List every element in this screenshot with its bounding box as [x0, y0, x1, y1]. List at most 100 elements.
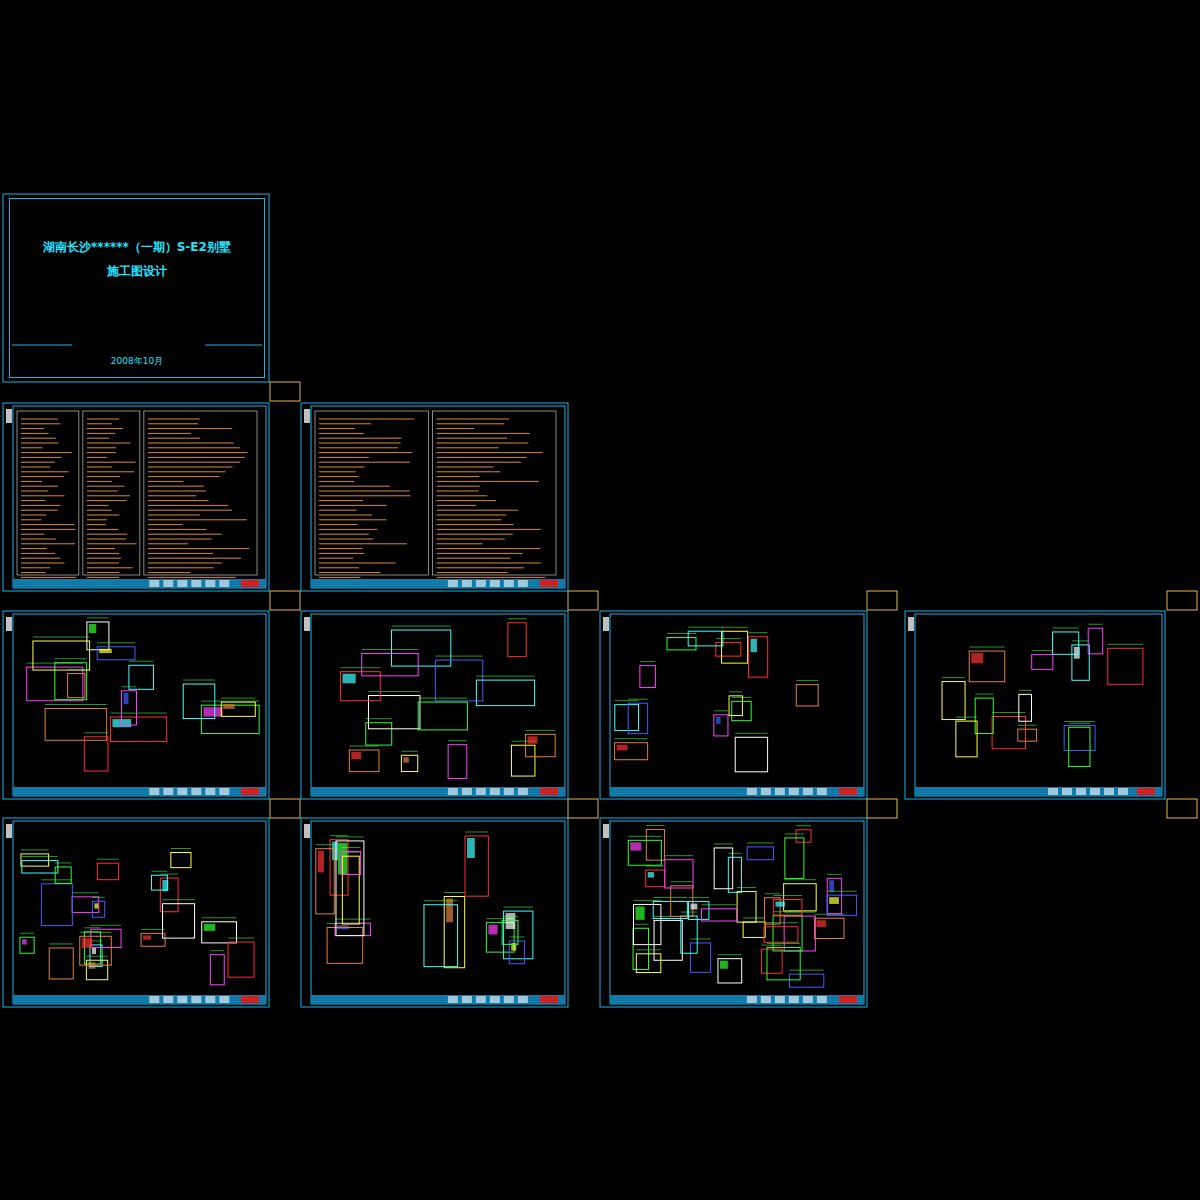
title-cell — [149, 788, 159, 795]
note-line — [319, 486, 390, 487]
drawing-part — [665, 860, 693, 888]
note-line — [87, 438, 109, 439]
drawing-part — [735, 737, 767, 772]
dimension-line — [97, 859, 118, 860]
dimension-line — [129, 661, 154, 662]
note-line — [87, 539, 126, 540]
note-line — [21, 563, 65, 564]
dimension-line — [508, 618, 526, 619]
dimension-line — [210, 950, 224, 951]
sheet-frame — [600, 611, 867, 799]
title-cell — [462, 996, 472, 1003]
drawing-fill — [342, 674, 355, 684]
drawing-part — [827, 878, 841, 913]
drawing-fill — [467, 838, 475, 858]
note-line — [148, 486, 204, 487]
note-line — [87, 543, 137, 544]
drawing-part — [444, 896, 465, 967]
dimension-line — [784, 879, 817, 880]
dimension-line — [732, 697, 751, 698]
dimension-line — [789, 970, 823, 971]
dimension-line — [84, 732, 108, 733]
note-line — [437, 491, 479, 492]
drawing-part — [1069, 727, 1090, 766]
sheet-inner-frame — [610, 821, 864, 1004]
dimension-line — [22, 856, 58, 857]
title-stamp — [839, 996, 857, 1003]
note-line — [148, 572, 190, 573]
note-line — [148, 471, 225, 472]
drawing-part — [796, 685, 818, 706]
note-line — [21, 438, 56, 439]
dimension-line — [68, 669, 85, 670]
title-cell — [191, 788, 201, 795]
title-stamp — [241, 996, 259, 1003]
note-line — [319, 433, 364, 434]
drawing-part — [784, 916, 815, 951]
title-cell — [177, 580, 187, 587]
dimension-line — [633, 900, 660, 901]
sheet-frame — [3, 403, 269, 591]
sheet-inner-frame — [610, 614, 864, 796]
note-line — [148, 515, 200, 516]
title-cell — [476, 788, 486, 795]
drawing-fill — [816, 920, 826, 927]
dimension-line — [749, 632, 768, 633]
dimension-line — [91, 925, 121, 926]
drawing-part — [767, 947, 800, 979]
note-line — [319, 505, 387, 506]
note-line — [87, 534, 127, 535]
note-line — [148, 510, 232, 511]
title-cell — [177, 788, 187, 795]
drawing-part — [732, 701, 751, 720]
drawing-part — [737, 892, 756, 923]
note-line — [148, 447, 240, 448]
drawing-fill — [716, 717, 721, 724]
title-cell — [448, 996, 458, 1003]
note-line — [148, 428, 232, 429]
note-line — [87, 447, 116, 448]
note-line — [87, 572, 120, 573]
dimension-line — [827, 874, 841, 875]
dimension-line — [316, 844, 335, 845]
note-line — [437, 423, 505, 424]
title-cell — [1062, 788, 1072, 795]
dimension-line — [942, 677, 965, 678]
note-line — [21, 486, 58, 487]
title-block — [311, 579, 565, 588]
note-line — [87, 486, 125, 487]
note-line — [319, 481, 355, 482]
title-cell — [149, 996, 159, 1003]
sheet-frame — [301, 403, 568, 591]
drawing-part — [171, 853, 191, 868]
drawing-part — [718, 959, 742, 983]
drawing-fill — [630, 842, 641, 850]
dimension-line — [72, 892, 99, 893]
sheet-frame — [905, 611, 1165, 799]
drawing-part — [183, 684, 215, 719]
title-cell — [191, 580, 201, 587]
sheet-tab — [603, 824, 609, 838]
title-cell — [476, 580, 486, 587]
title-cell — [761, 996, 771, 1003]
sheet-join-marker — [1167, 799, 1197, 818]
drawing-part — [33, 641, 90, 670]
drawing-part — [764, 927, 798, 943]
dimension-line — [747, 842, 773, 843]
dimension-line — [827, 891, 856, 892]
note-line — [319, 534, 369, 535]
drawing-fill — [82, 938, 93, 948]
drawing-fill — [223, 704, 234, 709]
note-line — [87, 462, 136, 463]
dimension-line — [714, 843, 733, 844]
sheet-join-marker — [270, 799, 300, 818]
drawing-part — [633, 928, 648, 969]
note-line — [21, 529, 76, 530]
dimension-line — [151, 871, 167, 872]
dimension-line — [765, 893, 781, 894]
dimension-line — [368, 691, 420, 692]
dimension-line — [615, 700, 639, 701]
dimension-line — [667, 633, 696, 634]
note-line — [437, 567, 524, 568]
note-line — [148, 452, 248, 453]
